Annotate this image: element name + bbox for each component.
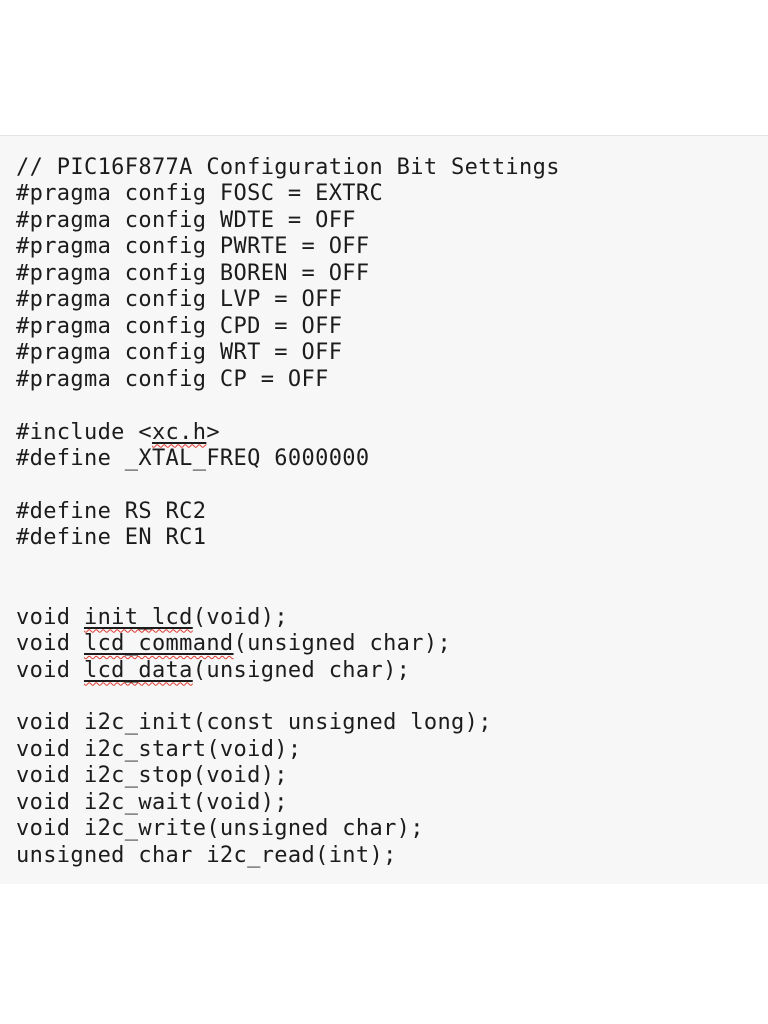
code-text: #pragma config CP = OFF <box>16 366 329 392</box>
code-block: // PIC16F877A Configuration Bit Settings… <box>0 135 768 884</box>
code-text: #pragma config WRT = OFF <box>16 340 343 366</box>
code-line: void i2c_start(void); <box>16 737 758 763</box>
code-text: #define EN RC1 <box>16 525 207 551</box>
code-line: #pragma config CPD = OFF <box>16 314 758 340</box>
code-line: #define _XTAL_FREQ 6000000 <box>16 446 758 472</box>
code-text: unsigned char i2c_read(int); <box>16 842 397 868</box>
code-line: #pragma config BOREN = OFF <box>16 261 758 287</box>
code-text: // PIC16F877A Configuration Bit Settings <box>16 155 560 180</box>
code-text: #pragma config WDTE = OFF <box>16 207 356 233</box>
code-line <box>16 552 758 578</box>
code-line: #include <xc.h> <box>16 420 758 446</box>
code-line: void init_lcd(void); <box>16 605 758 631</box>
code-line <box>16 472 758 498</box>
spellcheck-squiggle: xc.h <box>151 419 207 445</box>
code-line: void i2c_wait(void); <box>16 790 758 816</box>
code-text: void <box>16 604 84 630</box>
code-line: #pragma config LVP = OFF <box>16 287 758 313</box>
code-line <box>16 393 758 419</box>
misspelled-word: xc.h <box>152 420 206 445</box>
misspelled-word: lcd_command <box>84 631 234 656</box>
code-text: #pragma config PWRTE = OFF <box>16 234 370 260</box>
misspelled-word: init_lcd <box>84 605 193 630</box>
code-text: void i2c_write(unsigned char); <box>16 816 424 842</box>
code-text: #define RS RC2 <box>16 498 207 524</box>
code-text: void i2c_stop(void); <box>16 763 288 789</box>
code-line: #pragma config WRT = OFF <box>16 340 758 366</box>
code-text: > <box>206 419 220 445</box>
code-line: #pragma config CP = OFF <box>16 367 758 393</box>
code-line: void lcd_data(unsigned char); <box>16 658 758 684</box>
code-line: #pragma config PWRTE = OFF <box>16 234 758 260</box>
misspelled-word: lcd_data <box>84 658 193 683</box>
code-line: void i2c_init(const unsigned long); <box>16 710 758 736</box>
spellcheck-squiggle: lcd_data <box>83 657 193 683</box>
code-line: // PIC16F877A Configuration Bit Settings <box>16 155 758 181</box>
code-text: void i2c_wait(void); <box>16 789 288 815</box>
code-line: void i2c_stop(void); <box>16 763 758 789</box>
code-line: void lcd_command(unsigned char); <box>16 631 758 657</box>
code-text: (unsigned char); <box>233 631 452 657</box>
code-line: #pragma config FOSC = EXTRC <box>16 181 758 207</box>
code-line <box>16 578 758 604</box>
code-text: #pragma config LVP = OFF <box>16 287 343 313</box>
code-text: #pragma config CPD = OFF <box>16 313 343 339</box>
code-text: #pragma config FOSC = EXTRC <box>16 181 384 207</box>
code-line: #pragma config WDTE = OFF <box>16 208 758 234</box>
code-text: void i2c_init(const unsigned long); <box>16 710 492 736</box>
code-text: void i2c_start(void); <box>16 736 302 762</box>
code-line: #define EN RC1 <box>16 525 758 551</box>
spellcheck-squiggle: lcd_command <box>83 631 234 657</box>
code-text: (unsigned char); <box>192 657 411 683</box>
code-line: #define RS RC2 <box>16 499 758 525</box>
code-text: #pragma config BOREN = OFF <box>16 260 370 286</box>
spellcheck-squiggle: init_lcd <box>83 604 193 630</box>
code-text: (void); <box>192 604 288 630</box>
code-line <box>16 684 758 710</box>
code-text: #define _XTAL_FREQ 6000000 <box>16 445 370 471</box>
code-line: void i2c_write(unsigned char); <box>16 816 758 842</box>
code-line: unsigned char i2c_read(int); <box>16 843 758 869</box>
code-text: void <box>16 657 84 683</box>
code-text: #include < <box>16 419 152 445</box>
code-text: void <box>16 631 84 657</box>
